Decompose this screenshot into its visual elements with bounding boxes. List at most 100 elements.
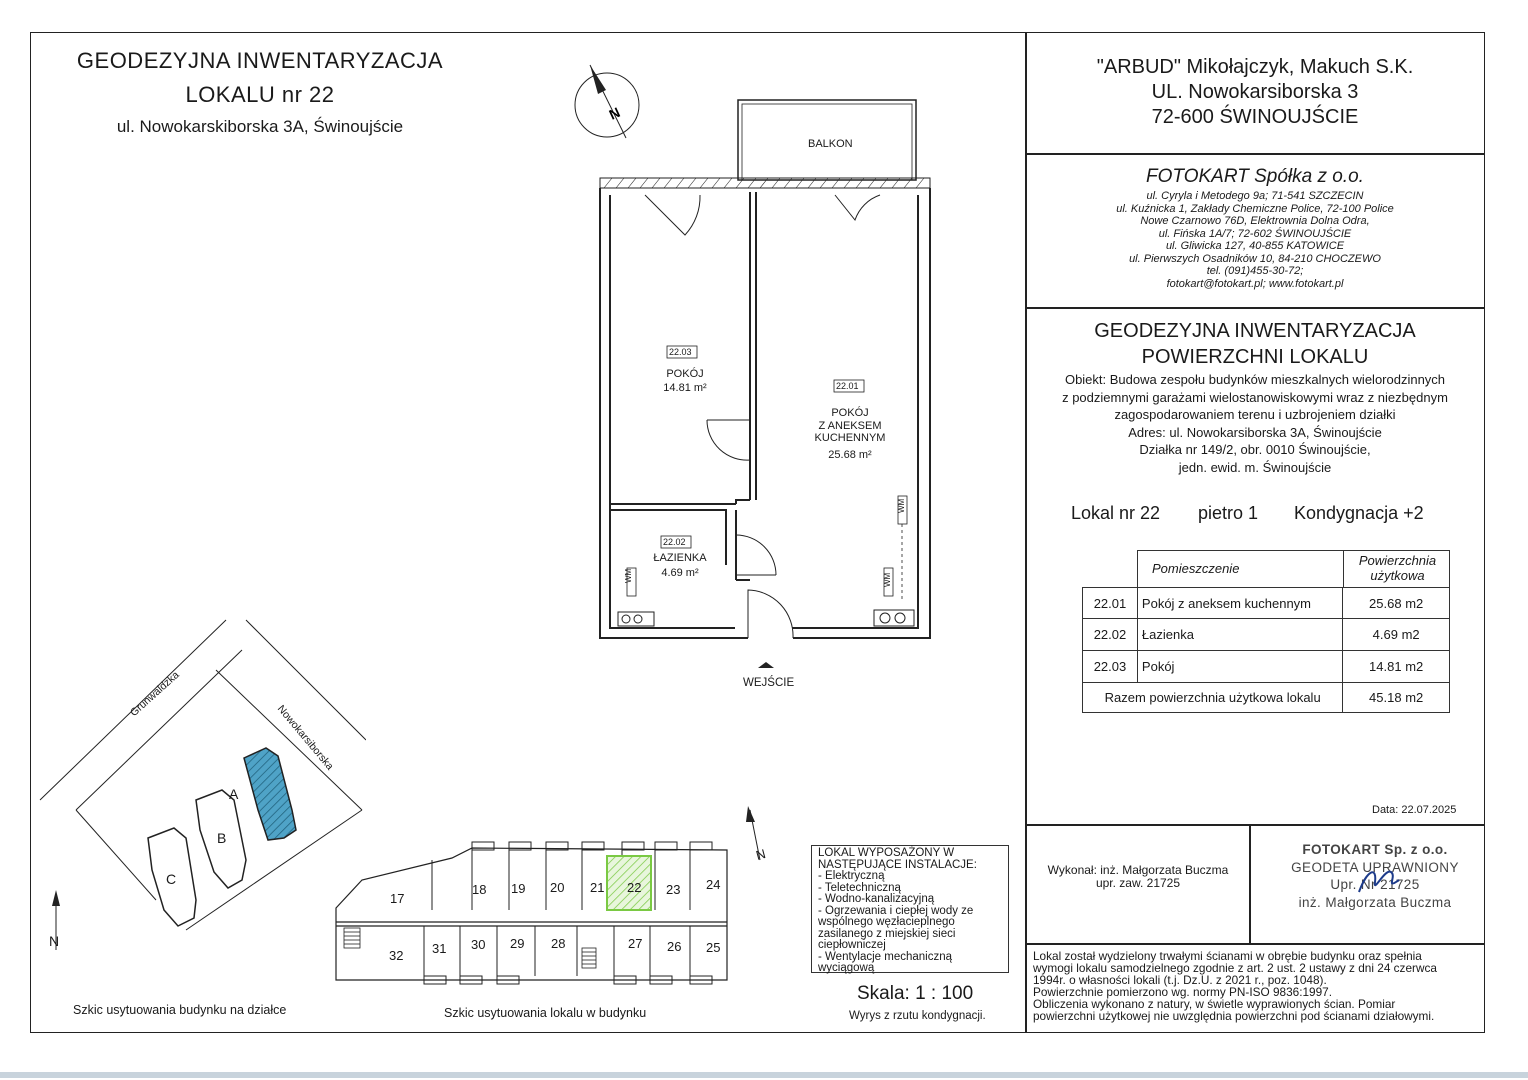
unit-number: 26 — [667, 939, 682, 954]
room-name-label: POKÓJ Z ANEKSEM KUCHENNYM — [800, 407, 900, 445]
door-swings — [644, 194, 881, 639]
object-line: jedn. ewid. m. Świnoujście — [1178, 459, 1332, 475]
unit-number: 29 — [510, 936, 525, 951]
scale-note: Wyrys z rzutu kondygnacji. — [849, 1010, 986, 1022]
unit-number: 23 — [666, 882, 681, 897]
note-line: powierzchni użytkowej nie uwzględnia pow… — [1033, 1009, 1435, 1023]
header-address: ul. Nowokarskiborska 3A, Świnoujście — [116, 117, 404, 136]
area-table: 22.01 Pokój z aneksem kuchennym 25.68 m2… — [1081, 587, 1450, 713]
client-line-1: "ARBUD" Mikołajczyk, Makuch S.K. — [1096, 56, 1414, 78]
building-label-b: B — [217, 830, 227, 846]
company-line: ul. Gliwicka 127, 40-855 KATOWICE — [1165, 240, 1345, 252]
survey-title-line-2: POWIERZCHNI LOKALU — [1141, 346, 1369, 368]
object-line: Działka nr 149/2, obr. 0010 Świnoujście, — [1139, 442, 1371, 457]
note-line: Obliczenia wykonano z natury, w świetle … — [1033, 997, 1396, 1011]
equipment-item: - Wodno-kanalizacyjną — [818, 893, 935, 905]
building-a-highlight — [243, 747, 297, 841]
building-label-c: C — [166, 871, 177, 887]
drawing-frame — [30, 32, 1485, 1033]
room-area-label: 25.68 m² — [828, 449, 872, 461]
unit-number: 27 — [628, 936, 643, 951]
equipment-item: - Teletechniczną — [818, 881, 901, 894]
equipment-item: wspólnego węzłacieplnego — [818, 916, 955, 928]
table-row: 22.03 Pokój 14.81 m2 — [1082, 650, 1450, 683]
scan-edge — [0, 1072, 1528, 1078]
room-name-line: KUCHENNYM — [814, 432, 886, 444]
company-address-list: ul. Cyryla i Metodego 9a; 71-541 SZCZECI… — [1027, 190, 1483, 290]
total-area: 45.18 m2 — [1342, 682, 1450, 713]
note-line: Powierzchnie pomierzono wg. normy PN-ISO… — [1033, 985, 1333, 999]
header-area-line-2: użytkowa — [1370, 568, 1425, 583]
client-block: "ARBUD" Mikołajczyk, Makuch S.K. UL. Now… — [1027, 55, 1483, 130]
object-line: zagospodarowaniem terenu i uzbrojeniem d… — [1114, 407, 1396, 422]
vent-kitchen — [883, 567, 894, 597]
room-code: 22.01 — [836, 381, 859, 391]
table-row-total: Razem powierzchnia użytkowa lokalu 45.18… — [1081, 682, 1450, 713]
company-line: fotokart@fotokart.pl; www.fotokart.pl — [1166, 277, 1344, 290]
title-line-2: LOKALU nr 22 — [185, 82, 335, 107]
header-area-line-1: Powierzchnia — [1358, 553, 1437, 568]
room-area: 25.68 m2 — [1342, 587, 1450, 619]
note-line: 1994r. o własności lokali (t.j. Dz.U. z … — [1033, 973, 1327, 987]
client-line-3: 72-600 ŚWINOUJŚCIE — [1151, 106, 1359, 128]
vent-bath — [626, 567, 637, 597]
date-label: Data: 22.07.2025 — [1372, 804, 1457, 816]
room-id: 22.02 — [1082, 618, 1138, 651]
equipment-box: LOKAL WYPOSAŻONY W NASTĘPUJĄCE INSTALACJ… — [811, 845, 1009, 974]
signature-divider — [1025, 824, 1485, 826]
building-sketch — [335, 806, 761, 985]
unit-number: 17 — [390, 891, 405, 906]
unit-number: 25 — [706, 940, 721, 955]
equipment-title-2: NASTĘPUJĄCE INSTALACJE: — [818, 858, 977, 871]
object-description: Obiekt: Budowa zespołu budynków mieszkal… — [1027, 371, 1483, 476]
entrance-label: WEJŚCIE — [743, 677, 795, 689]
notes-divider — [1025, 943, 1485, 945]
company-line: ul. Cyryla i Metodego 9a; 71-541 SZCZECI… — [1146, 190, 1364, 202]
unit-number: 28 — [551, 936, 566, 951]
building-label-a: A — [229, 786, 239, 802]
room-area: 4.69 m2 — [1342, 618, 1450, 651]
executor-line-1: Wykonał: inż. Małgorzata Buczma — [1047, 863, 1229, 877]
table-row: 22.01 Pokój z aneksem kuchennym 25.68 m2 — [1082, 587, 1450, 619]
room-area: 14.81 m2 — [1342, 650, 1450, 683]
unit-number: 20 — [550, 880, 565, 895]
balcony-label: BALKON — [808, 138, 853, 150]
stamp-line-4: inż. Małgorzata Buczma — [1298, 894, 1452, 910]
room-name-label: POKÓJ — [666, 368, 704, 380]
area-table-header: Pomieszczenie Powierzchnia użytkowa — [1137, 550, 1450, 587]
room-code: 22.02 — [663, 537, 686, 547]
company-name: FOTOKART Spółka z o.o. — [1146, 166, 1364, 187]
unit-22-highlight — [606, 855, 652, 911]
unit-number-highlighted: 22 — [627, 880, 642, 895]
room-id: 22.01 — [1082, 587, 1138, 619]
room-name: Pokój — [1136, 650, 1344, 683]
executor-line-2: upr. zaw. 21725 — [1095, 876, 1181, 890]
vent-label: WM — [883, 572, 892, 587]
equipment-title-1: LOKAL WYPOSAŻONY W — [818, 847, 955, 859]
equipment-item: zasilanego z miejskiej sieci — [818, 927, 956, 940]
entrance-arrow — [758, 662, 774, 668]
plan-north-arrow: N — [574, 64, 640, 139]
client-line-2: UL. Nowokarsiborska 3 — [1151, 81, 1359, 103]
title-line-1: GEODEZYJNA INWENTARYZACJA — [76, 48, 444, 73]
executor-block: Wykonał: inż. Małgorzata Buczma upr. zaw… — [1027, 864, 1249, 890]
survey-title-line-1: GEODEZYJNA INWENTARYZACJA — [1094, 320, 1416, 342]
room-area-label: 4.69 m² — [661, 567, 699, 579]
company-line: ul. Pierwszych Osadników 10, 84-210 CHOC… — [1129, 252, 1381, 265]
unit-number: 21 — [590, 880, 605, 895]
company-line: ul. Kuźnicka 1, Zakłady Chemiczne Police… — [1116, 202, 1394, 215]
building-b — [195, 789, 247, 889]
legal-notes: Lokal został wydzielony trwałymi ścianam… — [1033, 950, 1483, 1022]
stove-kitchen — [873, 609, 915, 627]
company-divider — [1025, 307, 1485, 309]
unit-number: Lokal nr 22 — [1071, 503, 1161, 523]
client-divider — [1025, 153, 1485, 155]
unit-number: 24 — [706, 877, 721, 892]
header-area: Powierzchnia użytkowa — [1344, 553, 1451, 583]
room-name-line: Z ANEKSEM — [818, 419, 882, 432]
equipment-item: - Ogrzewania i ciepłej wody ze — [818, 904, 974, 917]
stamp-line-1: FOTOKART Sp. z o.o. — [1302, 842, 1448, 857]
room-name: Pokój z aneksem kuchennym — [1136, 587, 1344, 619]
svg-text:N: N — [607, 104, 623, 123]
equipment-item: wyciągową — [818, 962, 875, 974]
